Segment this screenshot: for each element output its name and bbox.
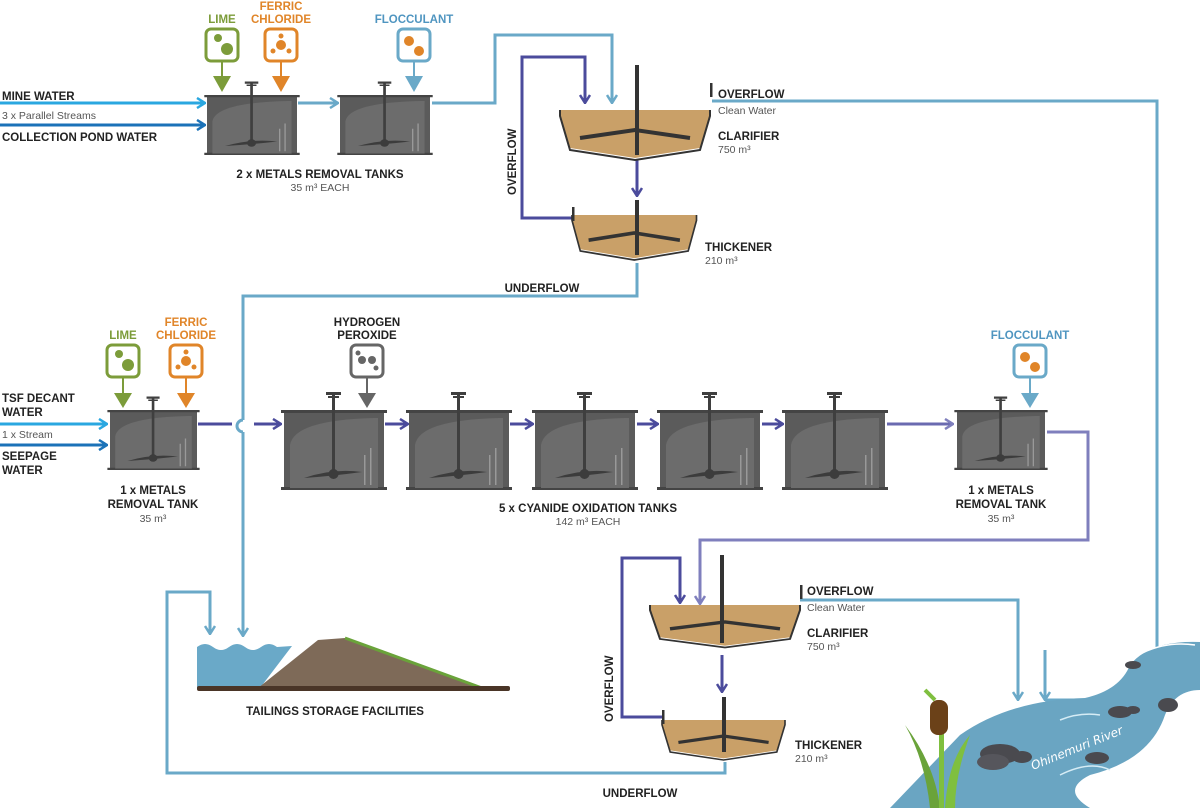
- to-lower-clarifier-flow: [700, 430, 1090, 604]
- cattail-icon: [905, 688, 970, 808]
- parallel-streams-label: 3 x Parallel Streams: [2, 110, 96, 122]
- cyanide-oxidation-tank-5: [782, 392, 888, 490]
- underflow-label: UNDERFLOW: [603, 788, 678, 800]
- ferric-dosing-top: FERRIC CHLORIDE: [251, 1, 311, 92]
- underflow-label: UNDERFLOW: [505, 283, 580, 295]
- lower-clean-water-to-river: [800, 598, 1018, 700]
- one-stream-label: 1 x Stream: [2, 429, 53, 441]
- left-tank-label-2: REMOVAL TANK: [108, 499, 199, 511]
- middle-input-labels: TSF DECANT WATER 1 x Stream SEEPAGE WATE…: [2, 393, 75, 477]
- right-tank-volume: 35 m³: [988, 513, 1015, 525]
- metals-removal-tank-1: [204, 81, 300, 155]
- ohinemuri-river: Ohinemuri River: [890, 641, 1200, 808]
- clarifier-label: CLARIFIER: [718, 131, 780, 143]
- ferric-label-2: CHLORIDE: [251, 14, 311, 26]
- underflow-line-top: [241, 263, 639, 420]
- flocculant-icon: [396, 27, 432, 63]
- thickener-overflow-return: [520, 55, 585, 220]
- tsf-label-1: TSF DECANT: [2, 393, 75, 405]
- thickener-overflow-label: OVERFLOW: [604, 655, 616, 722]
- lime-dosing-middle: LIME: [105, 330, 141, 408]
- ferric-dosing-middle: FERRIC CHLORIDE: [156, 317, 216, 408]
- cyanide-oxidation-tank-2: [406, 392, 512, 490]
- lime-arrow-icon: [213, 76, 231, 92]
- ferric-label-1: FERRIC: [165, 317, 208, 329]
- flocculant-label: FLOCCULANT: [991, 330, 1070, 342]
- peroxide-dosing: HYDROGEN PEROXIDE: [334, 317, 400, 408]
- clarifier-bottom: OVERFLOW Clean Water CLARIFIER 750 m³: [648, 555, 874, 653]
- underflow-bridge: [235, 418, 244, 434]
- flocculant-label: FLOCCULANT: [375, 14, 454, 26]
- right-tank-label-1: 1 x METALS: [968, 485, 1034, 497]
- top-input-labels: MINE WATER 3 x Parallel Streams COLLECTI…: [2, 91, 158, 144]
- river-water: [890, 641, 1200, 808]
- bottom-flows: [165, 556, 1045, 775]
- middle-flows: [0, 424, 1090, 604]
- collection-pond-label: COLLECTION POND WATER: [2, 132, 158, 144]
- lime-label: LIME: [208, 14, 236, 26]
- tailings-label: TAILINGS STORAGE FACILITIES: [246, 706, 424, 718]
- hydrogen-peroxide-icon: [349, 343, 385, 379]
- cyanide-oxidation-tank-4: [657, 392, 763, 490]
- metals-tanks-label: 2 x METALS REMOVAL TANKS: [236, 169, 404, 181]
- lime-icon: [204, 27, 240, 63]
- thickener-label: THICKENER: [705, 242, 773, 254]
- seepage-label-2: WATER: [2, 465, 43, 477]
- tank2-to-clarifier-flow: [432, 33, 612, 105]
- ferric-label-1: FERRIC: [260, 1, 303, 13]
- left-tank-volume: 35 m³: [140, 513, 167, 525]
- tailings-storage-facility: TAILINGS STORAGE FACILITIES: [197, 636, 510, 718]
- tsf-label-2: WATER: [2, 407, 43, 419]
- tailings-water: [197, 644, 292, 688]
- thickener-top: THICKENER 210 m³ OVERFLOW UNDERFLOW: [505, 128, 773, 295]
- lower-underflow-to-tailings: [165, 590, 727, 775]
- lime-icon: [105, 343, 141, 379]
- cyanide-oxidation-tank-1: [281, 392, 387, 490]
- thickener-volume: 210 m³: [795, 753, 828, 765]
- flocculant-arrow-icon: [405, 76, 423, 92]
- mine-water-label: MINE WATER: [2, 91, 75, 103]
- peroxide-label-2: PEROXIDE: [337, 330, 397, 342]
- cyanide-tanks-label: 5 x CYANIDE OXIDATION TANKS: [499, 503, 677, 515]
- lower-thickener-overflow-return: [620, 556, 680, 719]
- cyanide-tanks-volume: 142 m³ EACH: [556, 516, 621, 528]
- thickener-overflow-label: OVERFLOW: [507, 128, 519, 195]
- clarifier-volume: 750 m³: [718, 144, 751, 156]
- overflow-label: OVERFLOW: [807, 586, 874, 598]
- thickener-label: THICKENER: [795, 740, 863, 752]
- metals-tanks-volume: 35 m³ EACH: [291, 182, 350, 194]
- tailings-dam: [258, 638, 482, 688]
- lime-label: LIME: [109, 330, 137, 342]
- left-tank-label-1: 1 x METALS: [120, 485, 186, 497]
- thickener-bottom: THICKENER 210 m³ OVERFLOW UNDERFLOW: [603, 655, 863, 800]
- clarifier-top: OVERFLOW Clean Water CLARIFIER 750 m³: [558, 65, 785, 162]
- clean-water-label: Clean Water: [807, 602, 865, 614]
- clarifier-label: CLARIFIER: [807, 628, 869, 640]
- overflow-label: OVERFLOW: [718, 89, 785, 101]
- cyanide-oxidation-tank-3: [532, 392, 638, 490]
- metals-removal-tank-2: [337, 81, 433, 155]
- metals-removal-tank-right: [954, 396, 1048, 470]
- clarifier-volume: 750 m³: [807, 641, 840, 653]
- peroxide-label-1: HYDROGEN: [334, 317, 400, 329]
- seepage-label-1: SEEPAGE: [2, 451, 57, 463]
- ferric-arrow-icon: [272, 76, 290, 92]
- thickener-volume: 210 m³: [705, 255, 738, 267]
- ferric-label-2: CHLORIDE: [156, 330, 216, 342]
- flocculant-dosing-top: FLOCCULANT: [375, 14, 454, 92]
- clean-water-label: Clean Water: [718, 105, 776, 117]
- right-tank-label-2: REMOVAL TANK: [956, 499, 1047, 511]
- flocculant-dosing-middle: FLOCCULANT: [991, 330, 1070, 408]
- flocculant-icon: [1012, 343, 1048, 379]
- lime-dosing-top: LIME: [204, 14, 240, 92]
